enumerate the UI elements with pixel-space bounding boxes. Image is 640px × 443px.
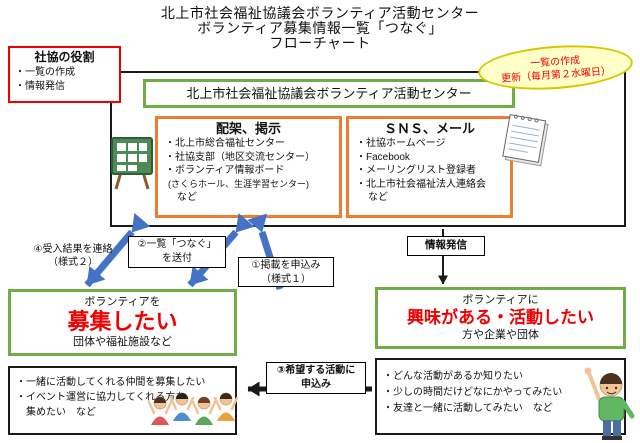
role-box-item-1: ・一覧の作成 xyxy=(15,67,75,78)
sns-item-2: ・Facebook xyxy=(356,151,410,163)
flow-label-step1: ①掲載を申込み （様式１） xyxy=(238,257,334,287)
recruit-line-2: 募集したい xyxy=(67,309,178,334)
haika-item-2: ・社協支部（地区交流センター） xyxy=(165,151,315,163)
interest-detail-item-2: ・少しの時間だけどなにかやってみたい xyxy=(383,387,563,398)
sns-item-5: など xyxy=(368,192,388,203)
flow-label-step4: ④受入結果を連絡 （様式２） xyxy=(33,244,113,268)
recruit-line-1: ボランティアを xyxy=(84,296,161,308)
haika-box: 配架、掲示 ・北上市総合福祉センター ・社協支部（地区交流センター） ・ボランテ… xyxy=(155,116,342,218)
sns-title: ＳＮＳ、メール xyxy=(383,121,475,136)
title-line-1: 北上市社会福祉協議会ボランティア活動センター xyxy=(160,5,480,21)
title-line-2: ボランティア募集情報一覧「つなぐ」 xyxy=(197,20,443,36)
flow-label-step2: ②一覧「つなぐ」 を送付 xyxy=(128,236,226,268)
interest-detail-item-3: ・友達と一緒に活動してみたい など xyxy=(383,403,553,414)
recruit-detail-item-1: ・一緒に活動してくれる仲間を募集したい xyxy=(16,377,206,388)
flow-label-step3: ③希望する活動に 申込み xyxy=(266,362,366,394)
sns-item-3: ・メーリングリスト登録者 xyxy=(356,165,476,176)
flow-label-info: 情報発信 xyxy=(407,236,485,256)
interest-line-1: ボランティアに xyxy=(462,294,539,306)
interest-box: ボランティアに 興味がある・活動したい 方や企業や団体 xyxy=(375,287,626,349)
haika-item-4: (さくらホール、生涯学習センター) xyxy=(168,178,309,189)
title-line-3: フローチャート xyxy=(269,35,371,51)
role-box-item-2: ・情報発信 xyxy=(15,81,65,92)
interest-detail-box: ・どんな活動があるか知りたい ・少しの時間だけどなにかやってみたい ・友達と一緒… xyxy=(375,358,626,435)
sns-box: ＳＮＳ、メール ・社協ホームページ ・Facebook ・メーリングリスト登録者… xyxy=(346,116,513,218)
recruit-line-3: 団体や福祉施設など xyxy=(73,336,172,348)
recruit-detail-item-2: ・イベント運営に協力してくれる方を 集めたい など xyxy=(16,392,186,418)
page-title: 北上市社会福祉協議会ボランティア活動センター ボランティア募集情報一覧「つなぐ」… xyxy=(0,6,640,51)
interest-line-3: 方や企業や団体 xyxy=(462,329,539,341)
role-box-title: 社協の役割 xyxy=(34,50,95,64)
interest-detail-item-1: ・どんな活動があるか知りたい xyxy=(383,371,523,382)
sns-item-1: ・社協ホームページ xyxy=(356,138,446,149)
recruit-box: ボランティアを 募集したい 団体や福祉施設など xyxy=(8,289,237,356)
center-title: 北上市社会福祉協議会ボランティア活動センター xyxy=(143,79,515,108)
haika-item-1: ・北上市総合福祉センター xyxy=(165,138,285,149)
haika-title: 配架、掲示 xyxy=(215,121,281,136)
role-box: 社協の役割 ・一覧の作成 ・情報発信 xyxy=(8,46,121,103)
sns-item-4: ・北上市社会福祉法人連絡会 xyxy=(356,178,486,190)
interest-line-2: 興味がある・活動したい xyxy=(407,308,594,327)
haika-item-3: ・ボランティア情報ボード xyxy=(165,165,285,176)
haika-item-5: など xyxy=(177,192,197,203)
recruit-detail-box: ・一緒に活動してくれる仲間を募集したい ・イベント運営に協力してくれる方を 集め… xyxy=(8,366,237,435)
